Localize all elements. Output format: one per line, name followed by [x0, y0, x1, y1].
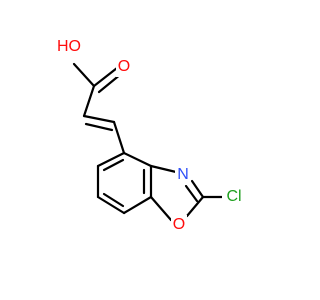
bond-alkene-double-b: [84, 122, 114, 132]
bond-carboxyl-c-alkene: [82, 84, 96, 118]
bond-ring-inner-b: [102, 192, 125, 208]
bond-alkene-double-a: [82, 114, 116, 124]
bond-o-c7a: [149, 195, 173, 222]
bond-n-c2-double-b: [184, 184, 199, 203]
bond-ring-c6-c7: [96, 195, 126, 215]
structure-canvas: HO O N O Cl: [57, 38, 242, 234]
bond-carboxyl-c-oh: [72, 62, 96, 88]
bond-ring-c3a-c4: [122, 151, 153, 168]
bond-c2-o: [185, 195, 205, 218]
bond-ring-c4-c5: [96, 151, 126, 168]
bond-carboxyl-c-o-double-a: [92, 66, 119, 88]
bond-c3a-n: [149, 164, 178, 174]
hydroxyl-label: HO: [57, 38, 81, 55]
ring-oxygen-label: O: [173, 216, 185, 233]
chlorine-label: Cl: [226, 188, 241, 205]
bond-n-c2-double-a: [190, 179, 205, 199]
bond-alkene-ring: [112, 120, 126, 155]
bond-ring-inner-a: [102, 158, 125, 172]
bond-ring-c7-c7a: [122, 195, 153, 215]
ring-nitrogen-label: N: [177, 166, 189, 183]
carbonyl-oxygen-label: O: [118, 58, 130, 75]
